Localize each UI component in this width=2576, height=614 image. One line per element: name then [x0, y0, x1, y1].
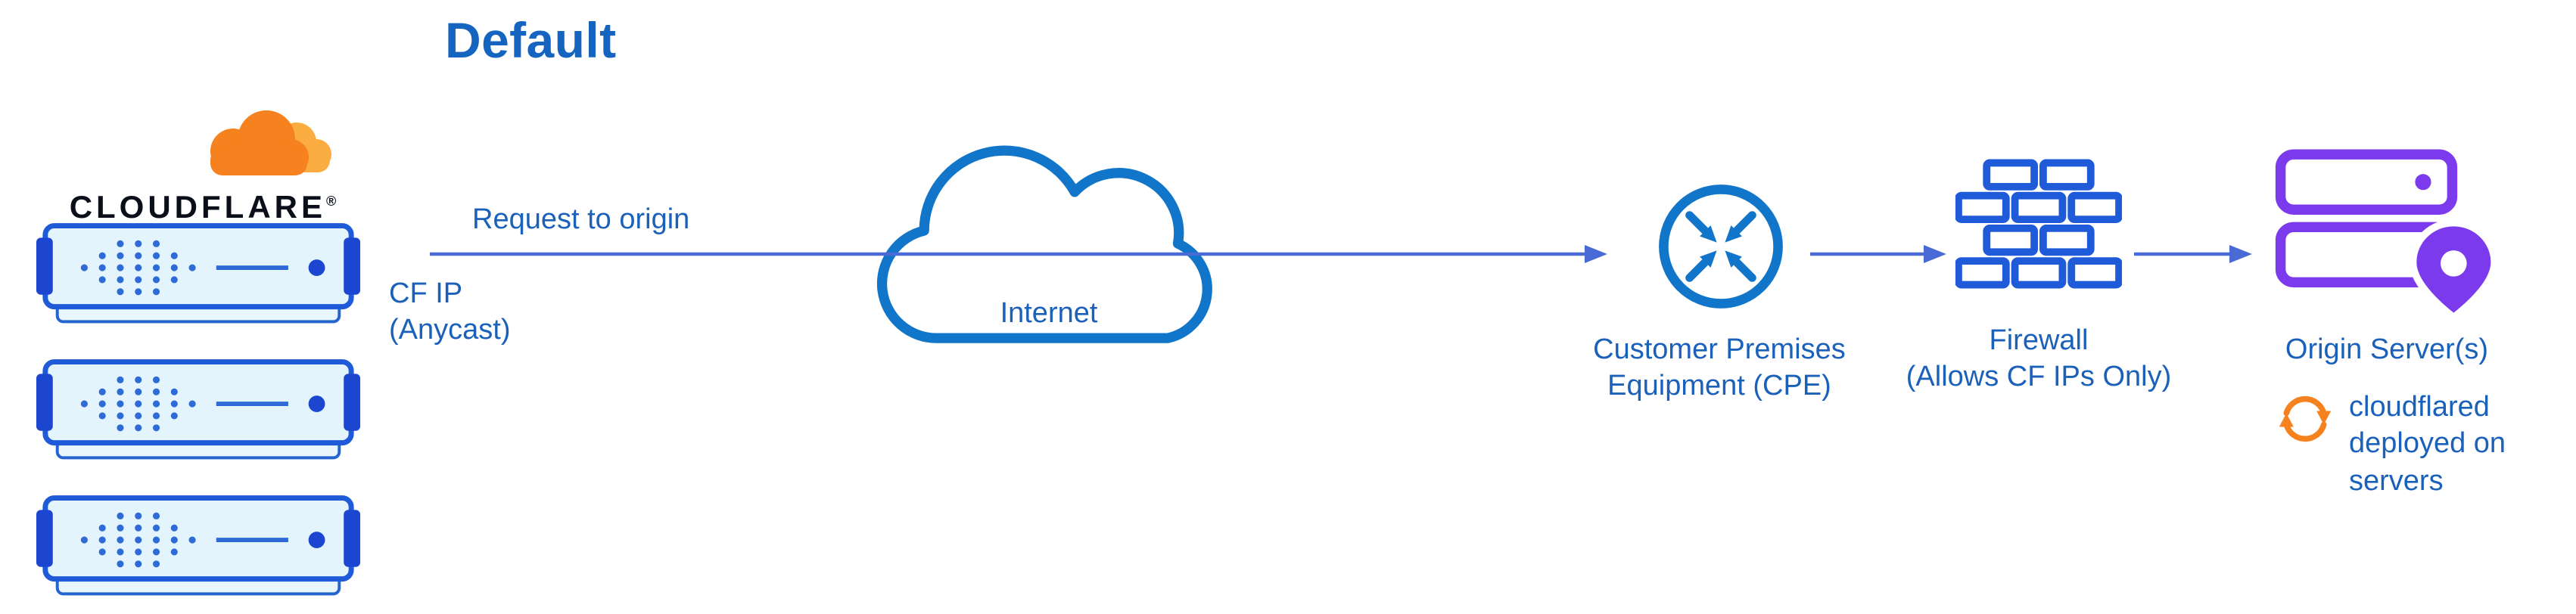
server-location-pin-icon	[2273, 144, 2497, 322]
cf-ip-anycast-label: CF IP (Anycast)	[389, 278, 511, 347]
request-to-origin-label: Request to origin	[472, 204, 690, 236]
router-crossing-arrows-icon	[1653, 178, 1789, 315]
cloudflared-label: cloudflared deployed on servers	[2349, 392, 2506, 498]
brick-wall-icon	[1955, 151, 2122, 296]
registered-mark: ®	[326, 194, 337, 209]
diagram-title: Default	[445, 12, 617, 68]
cloudflare-wordmark-text: CLOUDFLARE	[69, 191, 326, 225]
origin-servers-label: Origin Server(s)	[2285, 334, 2489, 366]
cloudflare-wordmark: CLOUDFLARE®	[36, 191, 369, 227]
sync-arrows-icon	[2276, 390, 2334, 448]
edge-server-icon	[33, 493, 363, 599]
right-arrow-icon	[430, 245, 1607, 263]
cloudflare-cloud-icon	[210, 110, 331, 175]
right-arrow-icon	[2134, 245, 2252, 263]
firewall-label: Firewall (Allows CF IPs Only)	[1906, 325, 2172, 394]
right-arrow-icon	[1810, 245, 1946, 263]
edge-server-icon	[33, 221, 363, 327]
internet-label: Internet	[1000, 298, 1098, 330]
cpe-label: Customer Premises Equipment (CPE)	[1593, 334, 1846, 403]
edge-server-icon	[33, 357, 363, 463]
